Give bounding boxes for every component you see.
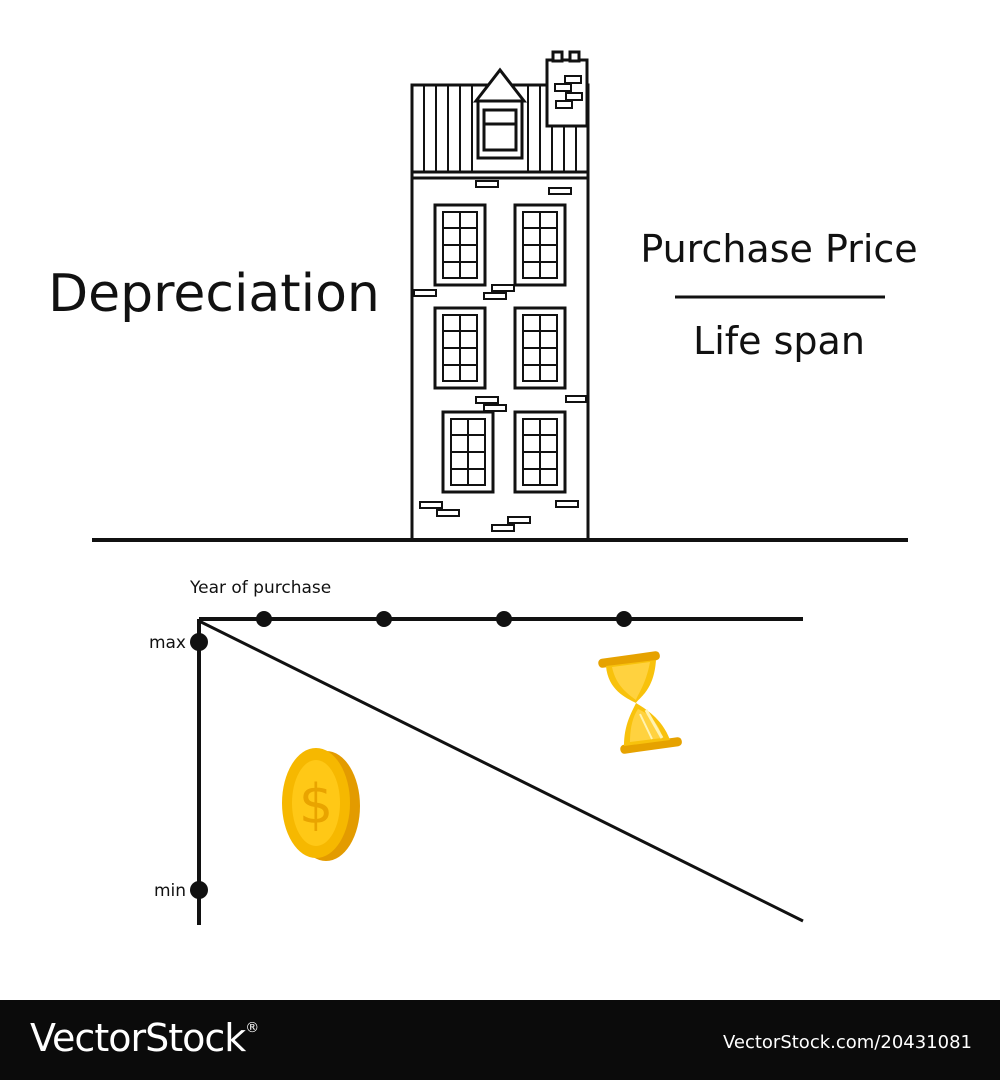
y-tick-min [190, 881, 208, 899]
depreciation-chart: Year of purchase max min [149, 578, 804, 925]
y-tick-label-max: max [149, 633, 186, 653]
registered-mark: ® [245, 1020, 259, 1036]
page-title: Depreciation [48, 264, 380, 324]
brand-logo: VectorStock® [30, 1016, 259, 1060]
x-axis-marker [616, 611, 632, 627]
formula-denominator: Life span [693, 319, 865, 363]
x-axis-marker [256, 611, 272, 627]
depreciation-formula: Purchase Price Life span [640, 227, 917, 363]
image-id: VectorStock.com/20431081 [722, 1032, 972, 1053]
illustration-canvas: Depreciation Purchase Price Life span [48, 50, 918, 925]
formula-numerator: Purchase Price [640, 227, 917, 271]
dollar-sign-icon: $ [299, 773, 333, 836]
house-icon [410, 50, 590, 542]
y-tick-label-min: min [154, 881, 186, 901]
y-tick-max [190, 633, 208, 651]
x-axis-marker [496, 611, 512, 627]
x-axis-label: Year of purchase [189, 578, 331, 598]
x-axis-marker [376, 611, 392, 627]
house-bricks [413, 180, 587, 532]
footer-bar: VectorStock® VectorStock.com/20431081 [0, 1000, 1000, 1080]
depreciation-illustration: Depreciation Purchase Price Life span [48, 50, 918, 925]
coin-icon: $ [282, 748, 360, 861]
depreciation-series [198, 619, 804, 923]
house-windows [433, 203, 567, 494]
x-axis-markers [256, 611, 632, 627]
brand-name: VectorStock [30, 1016, 246, 1060]
depreciation-line [198, 619, 804, 923]
hourglass-icon [598, 651, 682, 754]
y-axis-ticks: max min [149, 633, 208, 901]
